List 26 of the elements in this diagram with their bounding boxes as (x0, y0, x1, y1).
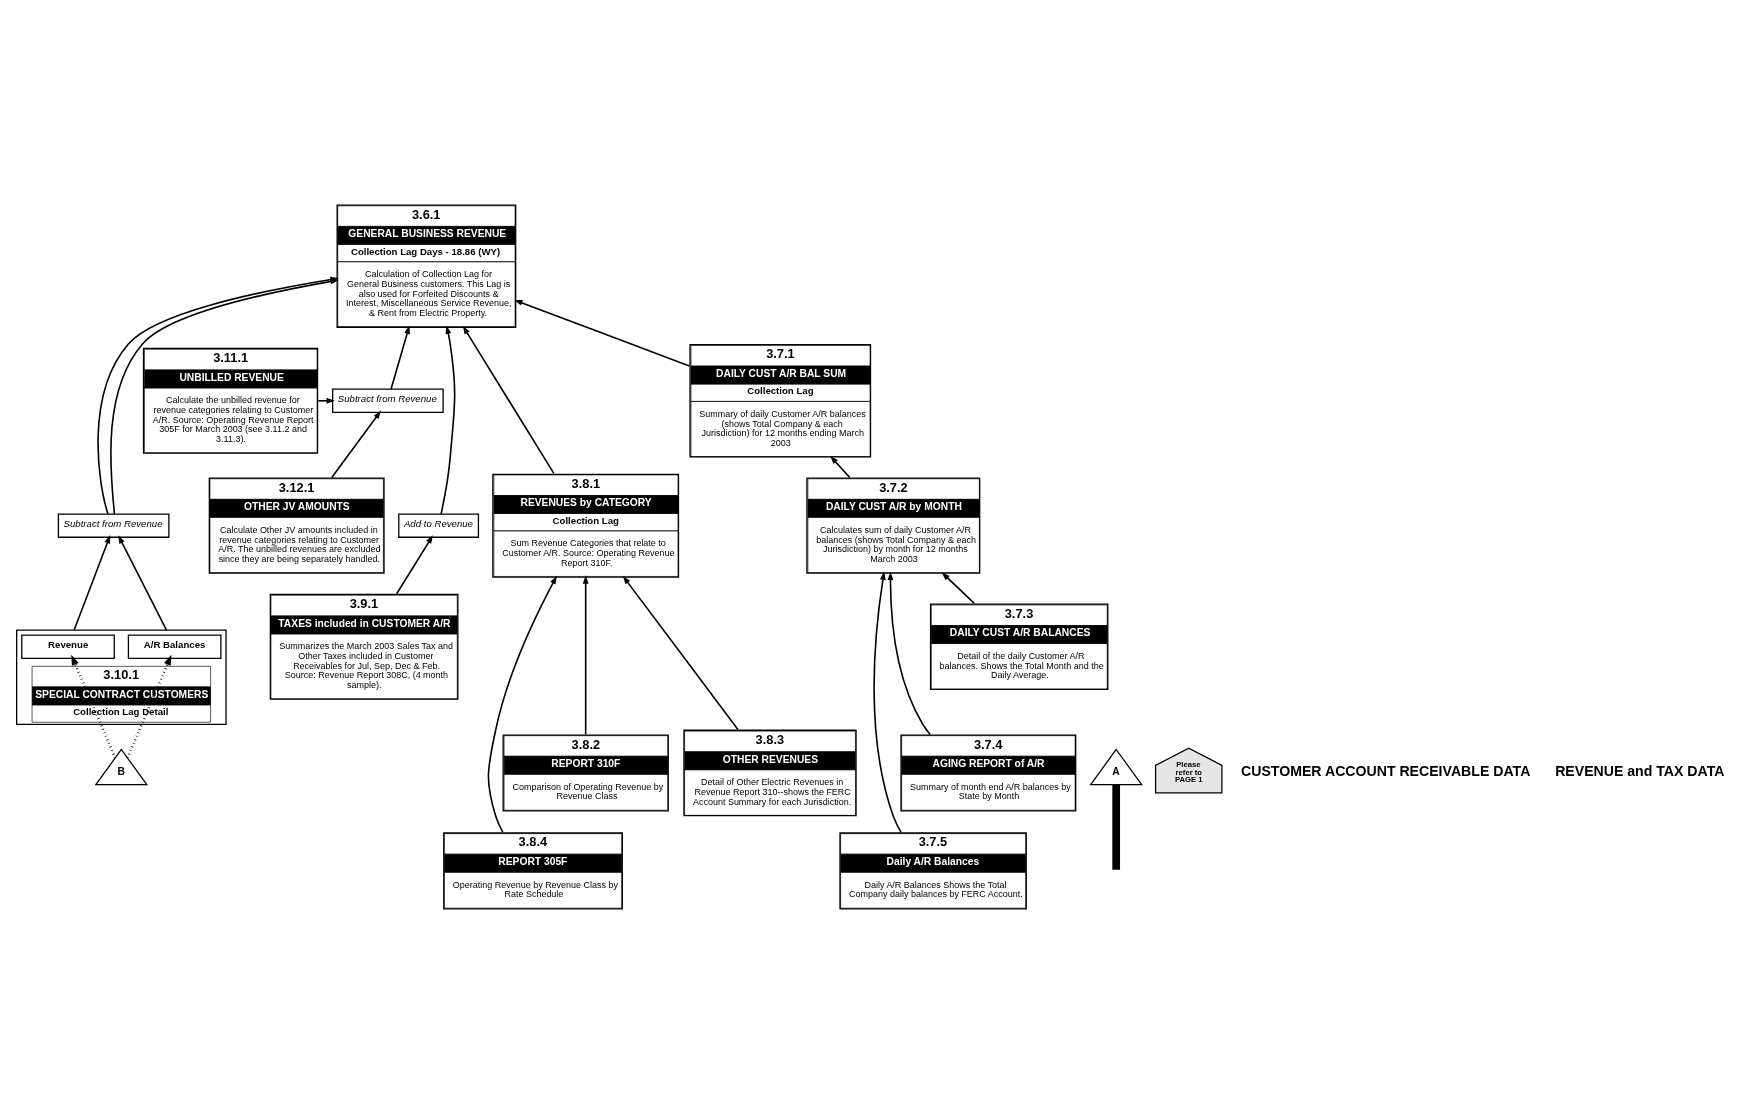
arrow (440, 325, 456, 515)
arrow (331, 410, 382, 478)
node-box: Subtract from Revenue (332, 388, 444, 413)
arrow (71, 654, 117, 758)
node-box: Add to Revenue (398, 513, 480, 538)
arrow (830, 455, 851, 478)
node-box: Revenue (21, 634, 115, 659)
label: REVENUE and TAX DATA (1555, 762, 1725, 779)
node-box: Subtract from Revenue (57, 513, 170, 538)
arrow (317, 397, 335, 404)
arrow (887, 571, 931, 735)
connector (1112, 784, 1121, 870)
arrow (462, 325, 555, 474)
label: CUSTOMER ACCOUNT RECEIVABLE DATA (1241, 762, 1531, 779)
arrow (395, 534, 434, 595)
arrow (118, 534, 168, 631)
arrow (582, 574, 589, 735)
arrow (873, 571, 902, 833)
arrow (487, 575, 557, 833)
arrow (514, 299, 691, 367)
arrow (390, 325, 410, 390)
arrow (73, 534, 111, 631)
arrow (622, 575, 739, 730)
arrow (126, 654, 172, 758)
node-box: A/R Balances (127, 634, 222, 659)
arrow (941, 571, 976, 604)
